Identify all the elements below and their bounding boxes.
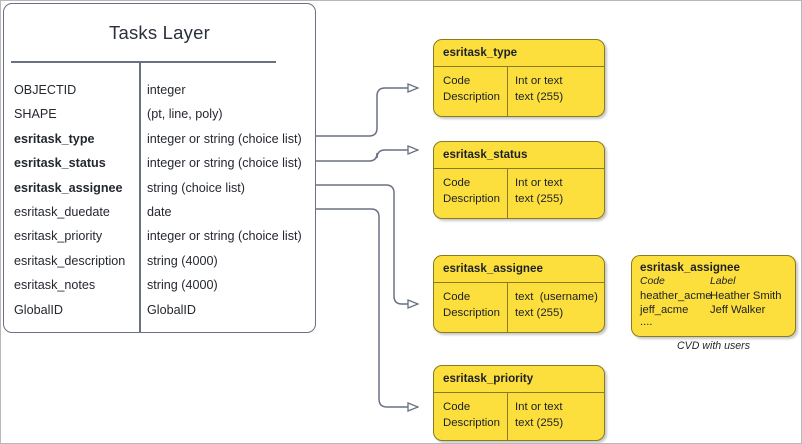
domain-title: esritask_priority	[443, 372, 534, 385]
field-name: esritask_type	[14, 131, 95, 146]
cvd-caption: CVD with users	[677, 340, 750, 352]
field-type: integer or string (choice list)	[147, 131, 302, 146]
field-name: esritask_description	[14, 253, 126, 268]
cvd-code: jeff_acme	[640, 304, 689, 316]
cvd-label: Heather Smith	[710, 290, 782, 302]
domain-title: esritask_type	[443, 46, 518, 59]
field-name: GlobalID	[14, 302, 63, 317]
domain-field-names: Code Description	[443, 75, 500, 103]
entity-title-divider	[11, 61, 276, 63]
connector-type	[316, 88, 418, 137]
field-type: (pt, line, poly)	[147, 107, 223, 122]
field-type: GlobalID	[147, 302, 196, 317]
field-name: OBJECTID	[14, 83, 77, 97]
domain-field-types: Int or text text (255)	[515, 401, 564, 429]
field-name: esritask_status	[14, 156, 106, 171]
field-type: integer or string (choice list)	[147, 229, 302, 244]
cvd-code: ....	[640, 316, 653, 328]
domain-title-divider	[434, 282, 604, 284]
field-row[interactable]: GlobalID GlobalID	[4, 303, 315, 327]
cvd-label: Jeff Walker	[710, 304, 766, 316]
field-name: esritask_assignee	[14, 180, 123, 195]
field-row[interactable]: esritask_assignee string (choice list)	[4, 181, 315, 205]
field-row[interactable]: esritask_description string (4000)	[4, 254, 315, 278]
domain-title-divider	[434, 66, 604, 68]
cvd-code-header: Code	[640, 276, 665, 287]
field-type: integer or string (choice list)	[147, 156, 302, 171]
domain-column-divider	[507, 392, 509, 440]
field-name: esritask_priority	[14, 229, 103, 244]
domain-field-types: Int or text text (255)	[515, 75, 564, 103]
connector-priority	[316, 208, 418, 407]
domain-column-divider	[507, 282, 509, 332]
field-name: SHAPE	[14, 107, 57, 122]
entity-column-divider	[139, 61, 141, 332]
domain-box-esritask-status[interactable]: esritask_status Code Description Int or …	[433, 141, 605, 219]
domain-title-divider	[434, 168, 604, 170]
domain-title-divider	[434, 392, 604, 394]
domain-field-types: text (username) text (255)	[515, 291, 598, 319]
cvd-users-box[interactable]: esritask_assignee Code Label heather_acm…	[631, 255, 796, 337]
cvd-title: esritask_assignee	[640, 261, 740, 274]
domain-column-divider	[507, 168, 509, 218]
domain-field-names: Code Description	[443, 177, 500, 205]
domain-field-names: Code Description	[443, 401, 500, 429]
entity-field-list: OBJECTID integer SHAPE (pt, line, poly) …	[4, 83, 315, 327]
field-row[interactable]: esritask_duedate date	[4, 205, 315, 229]
domain-box-esritask-assignee[interactable]: esritask_assignee Code Description text …	[433, 255, 605, 333]
field-type: string (4000)	[147, 278, 218, 293]
connector-assignee	[316, 184, 418, 304]
entity-tasks-layer[interactable]: Tasks Layer OBJECTID integer SHAPE (pt, …	[3, 3, 316, 333]
field-type: string (4000)	[147, 253, 218, 268]
field-row[interactable]: OBJECTID integer	[4, 83, 315, 107]
domain-box-esritask-priority[interactable]: esritask_priority Code Description Int o…	[433, 365, 605, 441]
field-row[interactable]: esritask_priority integer or string (cho…	[4, 229, 315, 253]
field-row[interactable]: esritask_type integer or string (choice …	[4, 132, 315, 156]
field-type: integer	[147, 83, 186, 97]
domain-field-types: Int or text text (255)	[515, 177, 564, 205]
field-name: esritask_duedate	[14, 204, 110, 219]
domain-field-names: Code Description	[443, 291, 500, 319]
domain-column-divider	[507, 66, 509, 116]
cvd-code: heather_acme	[640, 290, 712, 302]
cvd-label-header: Label	[710, 276, 736, 287]
field-type: date	[147, 204, 172, 219]
field-row[interactable]: esritask_notes string (4000)	[4, 278, 315, 302]
entity-title: Tasks Layer	[109, 22, 210, 43]
field-row[interactable]: SHAPE (pt, line, poly)	[4, 107, 315, 131]
connector-status	[316, 150, 418, 162]
domain-box-esritask-type[interactable]: esritask_type Code Description Int or te…	[433, 39, 605, 117]
field-type: string (choice list)	[147, 180, 245, 195]
domain-title: esritask_status	[443, 148, 528, 161]
field-row[interactable]: esritask_status integer or string (choic…	[4, 156, 315, 180]
field-name: esritask_notes	[14, 278, 96, 293]
domain-title: esritask_assignee	[443, 262, 543, 275]
